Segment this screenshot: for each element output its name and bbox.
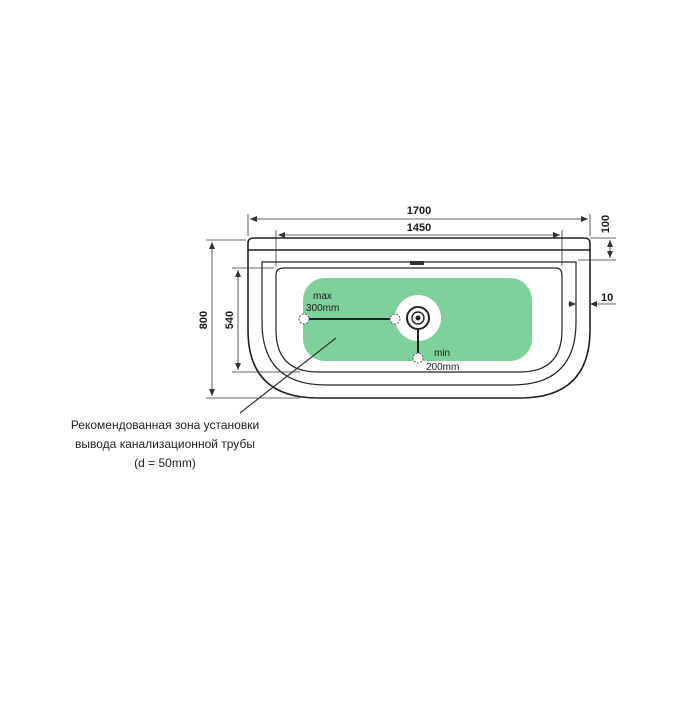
dimension-rim-height-value: 100 (600, 215, 612, 233)
max-start-marker (298, 313, 310, 325)
dimension-overall-width-value: 800 (198, 311, 210, 329)
tub-outer-body (247, 249, 591, 399)
callout-leader-line (239, 337, 337, 414)
max-end-marker (389, 313, 401, 325)
tub-outline (247, 237, 591, 399)
dimension-overall-width (206, 239, 300, 399)
dimension-inner-length-value: 1450 (407, 222, 431, 234)
callout-line-1: Рекомендованная зона установки (70, 418, 260, 432)
dimension-overall-length-value: 1700 (407, 205, 431, 217)
dimension-wall-offset-value: 10 (601, 292, 613, 304)
tub-basin (275, 267, 563, 373)
callout-line-3: (d = 50mm) (134, 456, 196, 470)
dimension-rim-height (578, 237, 616, 261)
max-label: max (313, 291, 332, 302)
dimension-inner-width (232, 267, 300, 373)
tub-inner-body (261, 261, 577, 386)
dimension-overall-length (247, 214, 591, 236)
dimension-inner-length (275, 230, 563, 266)
callout-text: Рекомендованная зона установки вывода ка… (40, 416, 290, 473)
max-value: 300mm (306, 303, 339, 314)
tub-rim (247, 237, 591, 250)
drain-icon (395, 295, 441, 341)
min-end-marker (412, 352, 424, 364)
callout-line-2: вывода канализационной трубы (75, 437, 255, 451)
dimension-inner-width-value: 540 (224, 311, 236, 329)
overflow-slot (410, 261, 424, 265)
min-label: min (434, 348, 450, 359)
min-value: 200mm (426, 362, 459, 373)
